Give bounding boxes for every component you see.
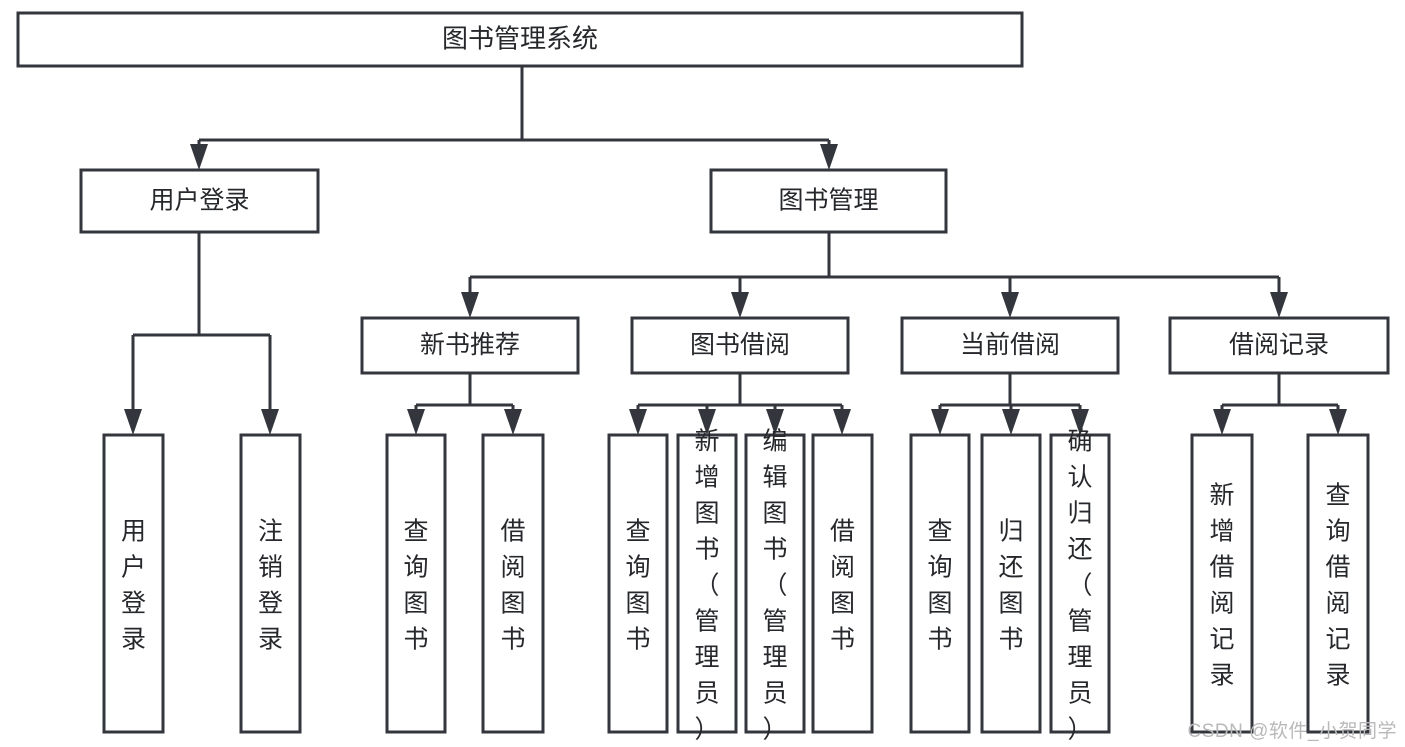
node-level3-2-label: 当前借阅 bbox=[960, 331, 1060, 359]
node-leaf-11[interactable]: 新增借阅记录 bbox=[1190, 433, 1254, 734]
edge-login-branch-1-head bbox=[261, 409, 279, 435]
node-level3-0-box[interactable] bbox=[360, 316, 580, 375]
node-leaf-1-box[interactable] bbox=[239, 433, 302, 734]
edge-g2-branch-2-head bbox=[766, 409, 784, 435]
node-leaf-0-box[interactable] bbox=[102, 433, 165, 734]
node-leaf-2[interactable]: 查询图书 bbox=[385, 433, 447, 734]
node-leaf-1-label: 注销登录 bbox=[258, 518, 283, 654]
node-leaf-2-box[interactable] bbox=[385, 433, 447, 734]
edge-g3-branch-0-head bbox=[931, 409, 949, 435]
edge-books-branch-1-head bbox=[731, 292, 749, 318]
node-level2-0-box[interactable] bbox=[79, 168, 320, 234]
node-leaf-4-label: 查询图书 bbox=[625, 518, 650, 654]
node-leaf-12-box[interactable] bbox=[1306, 433, 1370, 734]
edge-g3-branch-2-head bbox=[1071, 409, 1089, 435]
edge-g4-branch-0-head bbox=[1213, 409, 1231, 435]
node-leaf-8[interactable]: 查询图书 bbox=[909, 433, 971, 734]
node-leaf-5[interactable]: 新增图书（管理员） bbox=[676, 428, 738, 744]
node-level2-1-label: 图书管理 bbox=[778, 187, 878, 215]
node-level3-1-label: 图书借阅 bbox=[690, 331, 790, 359]
node-level3-2[interactable]: 当前借阅 bbox=[900, 316, 1120, 375]
edge-g2-branch-3-head bbox=[833, 409, 851, 435]
edge-books-branch-0-head bbox=[461, 292, 479, 318]
node-leaf-0[interactable]: 用户登录 bbox=[102, 433, 165, 734]
node-leaf-6-label: 编辑图书（管理员） bbox=[762, 428, 787, 744]
node-leaf-6[interactable]: 编辑图书（管理员） bbox=[744, 428, 806, 744]
node-level3-3-box[interactable] bbox=[1168, 316, 1390, 375]
edge-g3-branch-1-head bbox=[1002, 409, 1020, 435]
node-leaf-11-label: 新增借阅记录 bbox=[1209, 482, 1234, 690]
node-level2-1[interactable]: 图书管理 bbox=[709, 168, 948, 234]
node-leaf-3-box[interactable] bbox=[481, 433, 545, 734]
node-leaf-9[interactable]: 归还图书 bbox=[980, 433, 1042, 734]
connector-layer bbox=[124, 66, 1347, 435]
edge-login-branch-0-head bbox=[124, 409, 142, 435]
node-level2-0-label: 用户登录 bbox=[149, 187, 249, 215]
edge-g2-branch-1-head bbox=[698, 409, 716, 435]
node-level2-1-box[interactable] bbox=[709, 168, 948, 234]
node-leaf-11-box[interactable] bbox=[1190, 433, 1254, 734]
edge-root-branch-0-head bbox=[190, 144, 208, 170]
node-leaf-3-label: 借阅图书 bbox=[500, 518, 525, 654]
node-leaf-9-box[interactable] bbox=[980, 433, 1042, 734]
node-leaf-8-label: 查询图书 bbox=[927, 518, 952, 654]
node-leaf-4[interactable]: 查询图书 bbox=[607, 433, 669, 734]
edge-g2-branch-0-head bbox=[629, 409, 647, 435]
node-leaf-10-box[interactable] bbox=[1049, 433, 1111, 734]
node-level3-3[interactable]: 借阅记录 bbox=[1168, 316, 1390, 375]
edge-g1-branch-1-head bbox=[504, 409, 522, 435]
node-leaf-8-box[interactable] bbox=[909, 433, 971, 734]
node-leaf-9-label: 归还图书 bbox=[998, 518, 1023, 654]
edge-books-branch-3-head bbox=[1270, 292, 1288, 318]
node-root[interactable]: 图书管理系统 bbox=[16, 11, 1024, 68]
edge-books-branch-2-head bbox=[1001, 292, 1019, 318]
node-leaf-2-label: 查询图书 bbox=[403, 518, 428, 654]
node-leaf-5-label: 新增图书（管理员） bbox=[694, 428, 719, 744]
edge-g4-branch-1-head bbox=[1329, 409, 1347, 435]
node-leaf-7-label: 借阅图书 bbox=[830, 518, 855, 654]
node-leaf-7-box[interactable] bbox=[811, 433, 874, 734]
node-leaf-10[interactable]: 确认归还（管理员） bbox=[1049, 428, 1111, 744]
edge-g1-branch-0-head bbox=[407, 409, 425, 435]
node-level3-0-label: 新书推荐 bbox=[420, 331, 520, 359]
node-leaf-1[interactable]: 注销登录 bbox=[239, 433, 302, 734]
edge-root-branch-1-head bbox=[820, 144, 838, 170]
node-root-label: 图书管理系统 bbox=[442, 23, 598, 53]
node-level3-1[interactable]: 图书借阅 bbox=[630, 316, 850, 375]
node-layer: 图书管理系统用户登录图书管理新书推荐图书借阅当前借阅借阅记录用户登录注销登录查询… bbox=[16, 11, 1390, 744]
node-leaf-3[interactable]: 借阅图书 bbox=[481, 433, 545, 734]
node-level3-0[interactable]: 新书推荐 bbox=[360, 316, 580, 375]
node-level3-1-box[interactable] bbox=[630, 316, 850, 375]
node-leaf-4-box[interactable] bbox=[607, 433, 669, 734]
node-root-box[interactable] bbox=[16, 11, 1024, 68]
node-leaf-12-label: 查询借阅记录 bbox=[1325, 482, 1350, 690]
node-leaf-12[interactable]: 查询借阅记录 bbox=[1306, 433, 1370, 734]
node-leaf-10-label: 确认归还（管理员） bbox=[1067, 428, 1092, 744]
node-leaf-0-label: 用户登录 bbox=[121, 518, 146, 654]
node-level2-0[interactable]: 用户登录 bbox=[79, 168, 320, 234]
node-leaf-7[interactable]: 借阅图书 bbox=[811, 433, 874, 734]
node-level3-3-label: 借阅记录 bbox=[1229, 331, 1329, 359]
node-level3-2-box[interactable] bbox=[900, 316, 1120, 375]
node-leaf-5-box[interactable] bbox=[676, 433, 738, 734]
node-leaf-6-box[interactable] bbox=[744, 433, 806, 734]
